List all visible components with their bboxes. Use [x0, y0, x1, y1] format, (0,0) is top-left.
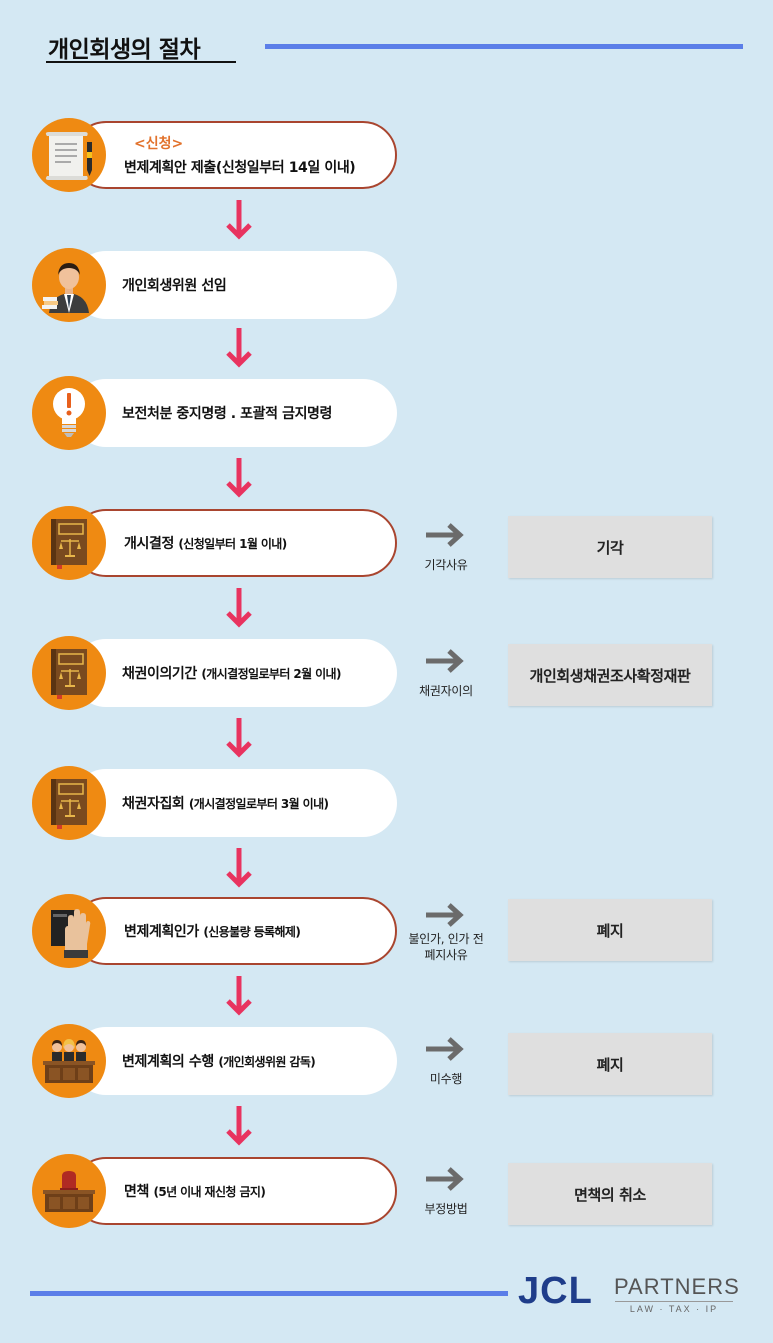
step-sub: (5년 이내 재신청 금지) — [153, 1185, 266, 1199]
step-main: 개시결정 — [124, 536, 179, 552]
step-label: 면책 (5년 이내 재신청 금지) — [124, 1181, 395, 1201]
step-label: 개인회생위원 선임 — [122, 278, 227, 294]
down-arrow-icon — [226, 848, 252, 888]
step-label: 개시결정 (신청일부터 1월 이내) — [124, 533, 395, 553]
branch-result: 개인회생채권조사확정재판 — [508, 644, 712, 706]
step-main: 변제계획안 제출 — [124, 160, 216, 176]
step-main: 변제계획인가 — [124, 924, 204, 940]
judges-bench-icon — [32, 1024, 106, 1098]
jcl-partners-logo: JCL PARTNERS LAW · TAX · IP — [518, 1270, 743, 1320]
step-main: 채권자집회 — [122, 796, 189, 812]
branch-result: 폐지 — [508, 1033, 712, 1095]
step-main: 면책 — [124, 1184, 154, 1200]
step-creditors-meeting: 채권자집회 (개시결정일로부터 3월 이내) — [32, 766, 412, 840]
step-label: 채권자집회 (개시결정일로부터 3월 이내) — [122, 793, 397, 813]
step-sub: (개시결정일로부터 3월 이내) — [188, 797, 329, 811]
step-commencement-decision: 개시결정 (신청일부터 1월 이내) — [32, 506, 412, 580]
right-arrow-icon — [426, 649, 464, 673]
logo-brand: JCL — [518, 1270, 593, 1312]
document-pen-icon — [32, 118, 106, 192]
step-main: 변제계획의 수행 — [122, 1054, 219, 1070]
step-objection-period: 채권이의기간 (개시결정일로부터 2월 이내) — [32, 636, 412, 710]
step-appoint-commissioner: 개인회생위원 선임 — [32, 248, 412, 322]
branch-condition: 미수행 — [429, 1072, 463, 1086]
down-arrow-icon — [226, 1106, 252, 1146]
page-title: 개인회생의 절차 — [48, 37, 201, 63]
step-label: 변제계획인가 (신용불량 등록해제) — [124, 921, 395, 941]
step-sub: (개시결정일로부터 2월 이내) — [201, 667, 341, 681]
step-pill: 개시결정 (신청일부터 1월 이내) — [72, 509, 397, 577]
step-sub: (신청일부터 14일 이내) — [215, 160, 356, 176]
logo-name: PARTNERS — [614, 1274, 740, 1299]
step-pill: 변제계획인가 (신용불량 등록해제) — [72, 897, 397, 965]
right-arrow-icon — [426, 523, 464, 547]
step-pill: 채권자집회 (개시결정일로부터 3월 이내) — [72, 769, 397, 837]
step-pill: 채권이의기간 (개시결정일로부터 2월 이내) — [72, 639, 397, 707]
branch-result: 폐지 — [508, 899, 712, 961]
oath-hand-bible-icon — [32, 894, 106, 968]
step-sub: (신용불량 등록해제) — [203, 925, 301, 939]
step-label: 변제계획의 수행 (개인회생위원 감독) — [122, 1051, 397, 1071]
courtroom-chair-icon — [32, 1154, 106, 1228]
step-pill: 개인회생위원 선임 — [72, 251, 397, 319]
branch-condition: 기각사유 — [424, 558, 468, 572]
branch-condition: 부정방법 — [424, 1202, 468, 1216]
lightbulb-icon — [32, 376, 106, 450]
step-discharge: 면책 (5년 이내 재신청 금지) — [32, 1154, 412, 1228]
step-pill: <신청> 변제계획안 제출(신청일부터 14일 이내) — [72, 121, 397, 189]
step-sub: (개인회생위원 감독) — [218, 1055, 316, 1069]
step-head: <신청> — [134, 136, 184, 152]
step-label: 보전처분 중지명령 . 포괄적 금지명령 — [122, 406, 333, 422]
step-plan-execution: 변제계획의 수행 (개인회생위원 감독) — [32, 1024, 412, 1098]
step-sub: (신청일부터 1월 이내) — [178, 537, 287, 551]
branch-result: 면책의 취소 — [508, 1163, 712, 1225]
down-arrow-icon — [226, 588, 252, 628]
title-underline — [46, 61, 236, 63]
step-main: 채권이의기간 — [122, 666, 202, 682]
right-arrow-icon — [426, 903, 464, 927]
step-label: 변제계획안 제출(신청일부터 14일 이내) — [124, 157, 395, 177]
down-arrow-icon — [226, 976, 252, 1016]
step-pill: 보전처분 중지명령 . 포괄적 금지명령 — [72, 379, 397, 447]
step-preservation-order: 보전처분 중지명령 . 포괄적 금지명령 — [32, 376, 412, 450]
branch-condition: 불인가, 인가 전 폐지사유 — [396, 931, 496, 963]
down-arrow-icon — [226, 200, 252, 240]
step-label: 채권이의기간 (개시결정일로부터 2월 이내) — [122, 663, 397, 683]
branch-result: 기각 — [508, 516, 712, 578]
step-application: <신청> 변제계획안 제출(신청일부터 14일 이내) — [32, 118, 412, 192]
businessman-icon — [32, 248, 106, 322]
step-pill: 면책 (5년 이내 재신청 금지) — [72, 1157, 397, 1225]
branch-condition: 채권자이의 — [419, 684, 473, 698]
footer-rule — [30, 1291, 508, 1296]
logo-tagline: LAW · TAX · IP — [629, 1304, 719, 1314]
down-arrow-icon — [226, 458, 252, 498]
right-arrow-icon — [426, 1037, 464, 1061]
step-pill: 변제계획의 수행 (개인회생위원 감독) — [72, 1027, 397, 1095]
title-rule — [265, 44, 743, 49]
down-arrow-icon — [226, 718, 252, 758]
down-arrow-icon — [226, 328, 252, 368]
branch-condition-line2: 폐지사유 — [424, 948, 468, 962]
law-book-icon — [32, 766, 106, 840]
law-book-icon — [32, 506, 106, 580]
law-book-icon — [32, 636, 106, 710]
logo-divider — [615, 1301, 733, 1302]
right-arrow-icon — [426, 1167, 464, 1191]
branch-condition-line1: 불인가, 인가 전 — [408, 932, 484, 946]
step-plan-approval: 변제계획인가 (신용불량 등록해제) — [32, 894, 412, 968]
